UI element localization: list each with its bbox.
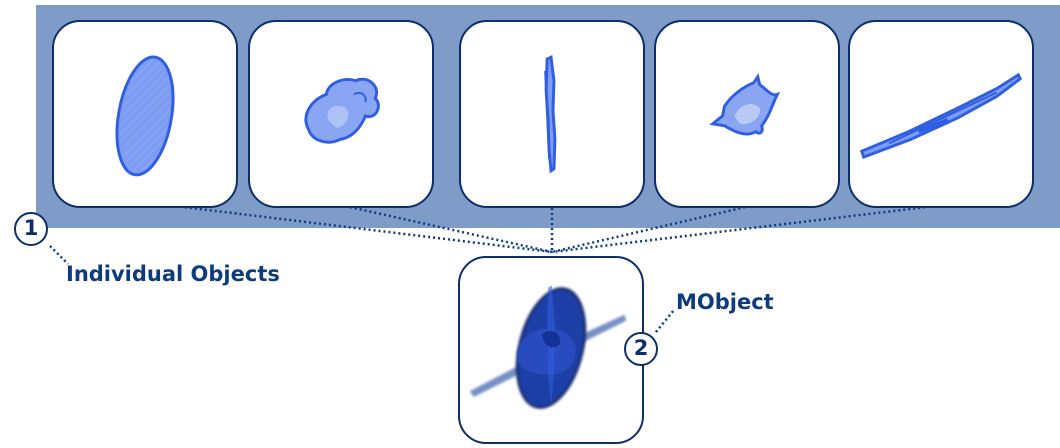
irregular-blob-object-icon [709,73,781,136]
diagonal-stick-object-icon [859,72,1023,159]
object-card-4 [654,20,840,208]
merged-mobject-icon [469,285,627,409]
callout-1-badge: 1 [14,212,48,246]
lumpy-blob-object-icon [304,77,380,144]
individual-objects-label: Individual Objects [66,262,280,286]
object-card-5 [848,20,1034,208]
object-card-2 [248,20,434,208]
object-card-3 [459,20,645,208]
mobject-card [458,256,644,444]
callout-2-badge: 2 [624,332,658,366]
oval-blob-object-icon [115,55,175,177]
mobject-label: MObject [676,290,774,314]
object-card-1 [52,20,238,208]
vertical-stick-object-icon [544,55,557,174]
